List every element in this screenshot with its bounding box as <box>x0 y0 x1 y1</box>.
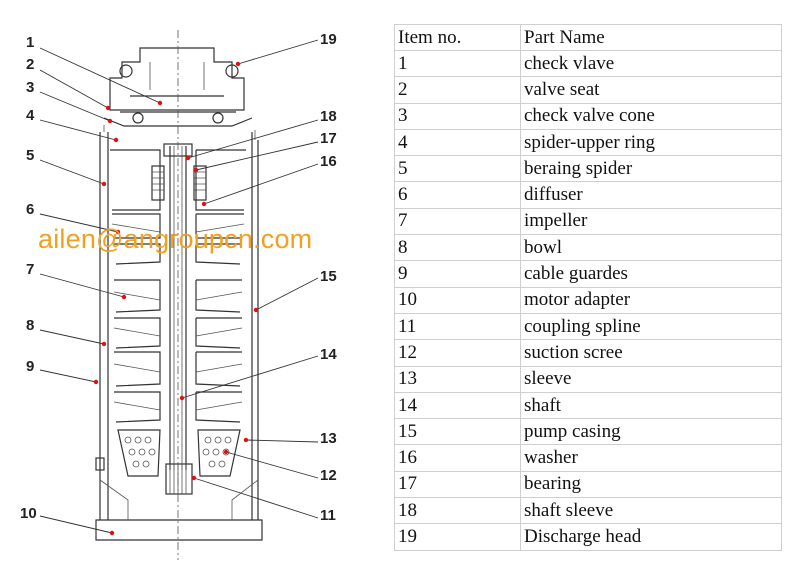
item-no-cell: 10 <box>394 286 521 314</box>
callout-14: 14 <box>320 346 337 363</box>
item-no-cell: 7 <box>394 207 521 236</box>
part-name-cell: diffuser <box>520 181 782 209</box>
part-name-cell: check valve cone <box>520 102 782 130</box>
part-name-cell: motor adapter <box>520 286 782 314</box>
part-name-cell: suction scree <box>520 339 782 367</box>
item-no-cell: 13 <box>394 365 521 393</box>
header-part-name: Part Name <box>520 24 782 51</box>
part-name-cell: check vlave <box>520 49 782 78</box>
part-name-cell: shaft <box>520 391 782 420</box>
callout-7: 7 <box>26 261 34 278</box>
callout-1: 1 <box>26 34 34 51</box>
part-name-cell: cable guardes <box>520 260 782 288</box>
callout-12: 12 <box>320 467 337 484</box>
item-no-cell: 4 <box>394 128 521 157</box>
part-name-cell: impeller <box>520 207 782 236</box>
part-name-cell: bowl <box>520 234 782 262</box>
item-no-cell: 3 <box>394 102 521 130</box>
item-no-cell: 19 <box>394 523 521 551</box>
callout-18: 18 <box>320 108 337 125</box>
pump-cross-section-diagram: 1 2 3 4 5 6 7 8 9 10 11 12 13 14 15 16 1… <box>20 30 337 560</box>
item-no-cell: 14 <box>394 391 521 420</box>
header-item-no: Item no. <box>394 24 521 51</box>
item-no-cell: 8 <box>394 234 521 262</box>
red-markers <box>93 61 259 536</box>
part-name-cell: coupling spline <box>520 312 782 341</box>
part-name-cell: spider-upper ring <box>520 128 782 157</box>
part-name-cell: valve seat <box>520 76 782 104</box>
callout-4: 4 <box>26 107 35 124</box>
item-no-cell: 16 <box>394 444 521 472</box>
part-name-cell: Discharge head <box>520 523 782 551</box>
callout-2: 2 <box>26 56 34 73</box>
part-name-cell: beraing spider <box>520 155 782 183</box>
pump-drawing <box>95 30 263 560</box>
item-no-cell: 2 <box>394 76 521 104</box>
callout-8: 8 <box>26 317 34 334</box>
callout-16: 16 <box>320 153 337 170</box>
leader-lines <box>39 39 319 534</box>
callout-5: 5 <box>26 147 34 164</box>
callout-9: 9 <box>26 358 34 375</box>
item-no-cell: 15 <box>394 418 521 446</box>
callout-6: 6 <box>26 201 34 218</box>
item-no-cell: 6 <box>394 181 521 209</box>
part-name-cell: sleeve <box>520 365 782 393</box>
callout-3: 3 <box>26 79 34 96</box>
item-no-cell: 17 <box>394 470 521 499</box>
item-no-cell: 5 <box>394 155 521 183</box>
callout-10: 10 <box>20 505 37 522</box>
part-name-cell: shaft sleeve <box>520 497 782 525</box>
email-watermark: ailen@angroupcn.com <box>38 224 313 254</box>
callout-labels: 1 2 3 4 5 6 7 8 9 10 11 12 13 14 15 16 1… <box>20 31 337 524</box>
part-name-cell: washer <box>520 444 782 472</box>
callout-19: 19 <box>320 31 337 48</box>
callout-15: 15 <box>320 268 337 285</box>
part-name-cell: pump casing <box>520 418 782 446</box>
item-no-cell: 12 <box>394 339 521 367</box>
item-no-cell: 18 <box>394 497 521 525</box>
item-no-cell: 11 <box>394 312 521 341</box>
part-name-cell: bearing <box>520 470 782 499</box>
item-no-cell: 9 <box>394 260 521 288</box>
table-header-row: Item no. Part Name <box>394 24 782 51</box>
callout-11: 11 <box>320 507 336 524</box>
callout-17: 17 <box>320 130 337 147</box>
callout-13: 13 <box>320 430 337 447</box>
item-no-cell: 1 <box>394 49 521 78</box>
